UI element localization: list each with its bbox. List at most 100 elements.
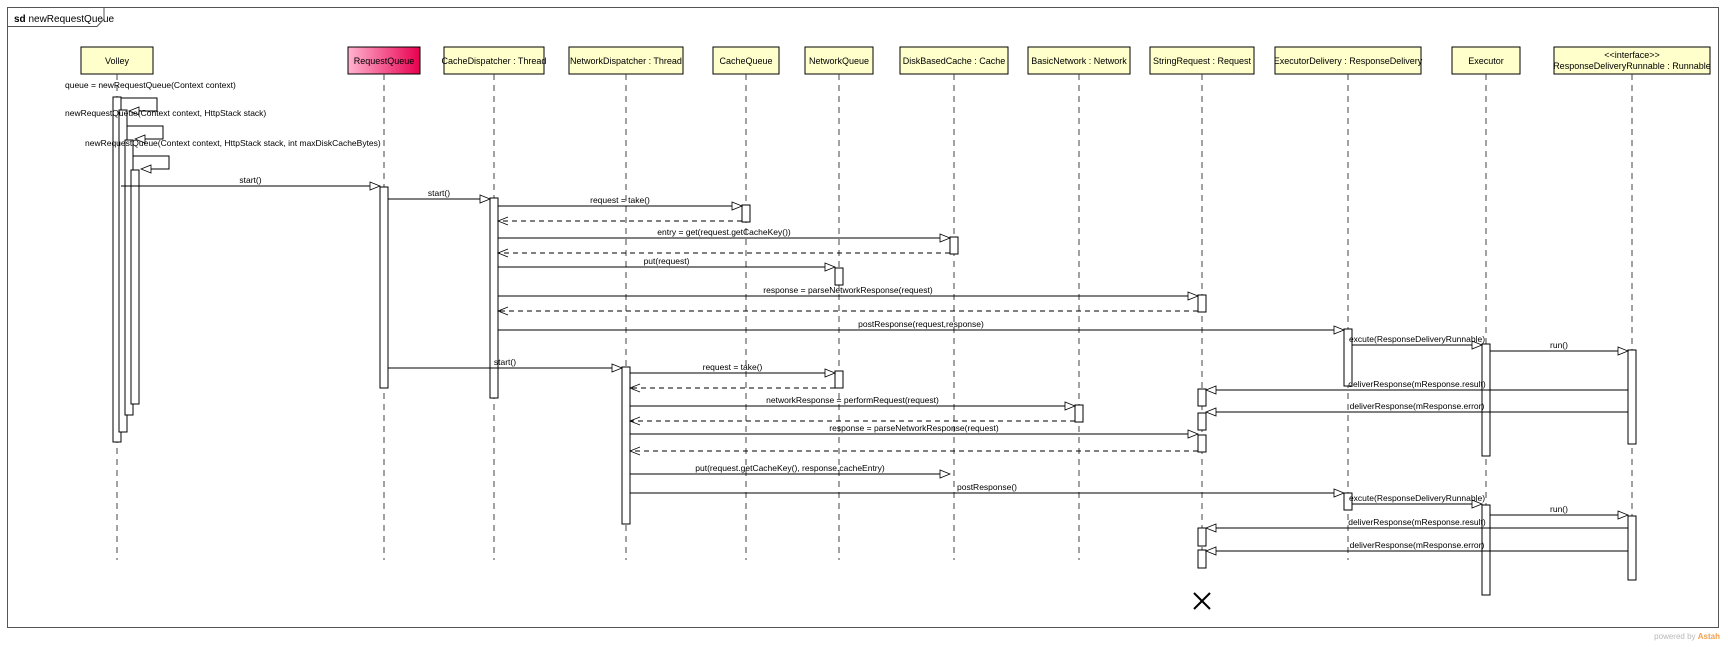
- message-call: put(request): [498, 256, 835, 267]
- activation-bar: [1627, 349, 1637, 445]
- activation-bar: [1074, 404, 1084, 423]
- lifeline-cq: CacheQueue: [712, 46, 780, 560]
- lifeline-header: [1027, 46, 1131, 75]
- lifeline-header: [804, 46, 874, 75]
- lifeline-nq: NetworkQueue: [804, 46, 874, 560]
- activation-bar: [1197, 549, 1207, 569]
- watermark: powered by Astah: [1654, 632, 1720, 641]
- message-label: entry = get(request.getCacheKey()): [657, 227, 791, 237]
- message-call: request = take(): [630, 362, 835, 373]
- message-label: networkResponse = performRequest(request…: [766, 395, 939, 405]
- message-line: [133, 155, 170, 169]
- frame-tab: [7, 7, 105, 27]
- message-label: start(): [239, 175, 261, 185]
- activation-bar: [1197, 527, 1207, 547]
- activation-bar: [1343, 328, 1353, 387]
- message-line: [121, 97, 158, 111]
- lifeline-label: Volley: [105, 56, 130, 66]
- message-label: newRequestQueue(Context context, HttpSta…: [85, 138, 381, 148]
- destroy-icon: [1193, 592, 1211, 610]
- message-call: put(request.getCacheKey(), response.cach…: [630, 463, 950, 474]
- message-call: postResponse(): [630, 482, 1344, 493]
- lifeline-label: CacheDispatcher : Thread: [442, 56, 547, 66]
- message-self-call: newRequestQueue(Context context, HttpSta…: [85, 138, 381, 169]
- lifeline-nd: NetworkDispatcher : Thread: [568, 46, 684, 560]
- message-label: postResponse(request,response): [858, 319, 984, 329]
- activation-bar: [834, 370, 844, 389]
- message-label: request = take(): [590, 195, 650, 205]
- message-call: run(): [1490, 504, 1628, 515]
- lifeline-header: [1553, 46, 1711, 75]
- message-label: response = parseNetworkResponse(request): [763, 285, 933, 295]
- activation-bar: [379, 186, 389, 389]
- activation-bar: [1197, 294, 1207, 313]
- message-label: excute(ResponseDeliveryRunnable): [1349, 493, 1485, 503]
- message-label: deliverResponse(mResponse.error): [1350, 540, 1485, 550]
- lifeline-label: BasicNetwork : Network: [1031, 56, 1127, 66]
- lifeline-header: [568, 46, 684, 75]
- activation-bar: [621, 366, 631, 525]
- message-label: postResponse(): [957, 482, 1017, 492]
- lifeline-header: [1451, 46, 1521, 75]
- message-call: networkResponse = performRequest(request…: [630, 395, 1075, 406]
- watermark-prefix: powered by: [1654, 632, 1696, 641]
- frame-keyword: sd: [14, 14, 26, 25]
- activation-bar: [741, 204, 751, 223]
- lifeline-sr: StringRequest : Request: [1149, 46, 1255, 560]
- lifeline-label: ResponseDeliveryRunnable : Runnable: [1553, 61, 1711, 71]
- lifeline-label: DiskBasedCache : Cache: [903, 56, 1006, 66]
- lifeline-ex: Executor: [1451, 46, 1521, 560]
- message-call: start(): [121, 175, 380, 186]
- frame-title: sd newRequestQueue: [14, 14, 114, 25]
- message-label: run(): [1550, 340, 1568, 350]
- message-label: start(): [494, 357, 516, 367]
- activation-bar: [1197, 388, 1207, 407]
- lifeline-label: CacheQueue: [719, 56, 772, 66]
- message-call: run(): [1490, 340, 1628, 351]
- lifeline-header: [80, 46, 154, 75]
- message-call: response = parseNetworkResponse(request): [630, 423, 1198, 434]
- lifeline-stereotype: <<interface>>: [1604, 50, 1660, 60]
- lifeline-header: [1274, 46, 1422, 75]
- lifeline-label: NetworkQueue: [809, 56, 869, 66]
- message-call: response = parseNetworkResponse(request): [498, 285, 1198, 296]
- activation-bar: [1627, 515, 1637, 581]
- lifeline-dbc: DiskBasedCache : Cache: [899, 46, 1009, 560]
- message-call: request = take(): [498, 195, 742, 206]
- activation-bar: [834, 267, 844, 286]
- message-label: excute(ResponseDeliveryRunnable): [1349, 334, 1485, 344]
- activation-bar: [1481, 504, 1491, 596]
- message-line: [127, 125, 164, 139]
- message-call: start(): [388, 357, 622, 368]
- message-call: deliverResponse(mResponse.result): [1206, 517, 1628, 528]
- activation-bar: [949, 236, 959, 255]
- message-call: excute(ResponseDeliveryRunnable): [1349, 334, 1485, 345]
- message-label: start(): [428, 188, 450, 198]
- lifeline-rdr: <<interface>>ResponseDeliveryRunnable : …: [1553, 46, 1711, 560]
- lifeline-ed: ExecutorDelivery : ResponseDelivery: [1274, 46, 1423, 560]
- lifeline-header: [443, 46, 545, 75]
- message-label: queue = newRequestQueue(Context context): [65, 80, 236, 90]
- activation-bar: [1197, 434, 1207, 453]
- message-self-call: queue = newRequestQueue(Context context): [65, 80, 236, 111]
- lifeline-header: [1149, 46, 1255, 75]
- message-label: put(request.getCacheKey(), response.cach…: [695, 463, 885, 473]
- message-label: run(): [1550, 504, 1568, 514]
- activation-bar: [130, 169, 140, 405]
- message-label: deliverResponse(mResponse.error): [1350, 401, 1485, 411]
- frame-name: newRequestQueue: [28, 14, 115, 25]
- message-label: request = take(): [703, 362, 763, 372]
- watermark-brand: Astah: [1697, 632, 1720, 641]
- lifeline-label: StringRequest : Request: [1153, 56, 1252, 66]
- message-self-call: newRequestQueue(Context context, HttpSta…: [65, 108, 266, 139]
- activation-bar: [1343, 492, 1353, 511]
- message-label: deliverResponse(mResponse.result): [1348, 517, 1486, 527]
- lifeline-label: ExecutorDelivery : ResponseDelivery: [1274, 56, 1423, 66]
- lifeline-label: RequestQueue: [354, 56, 415, 66]
- message-call: deliverResponse(mResponse.error): [1206, 540, 1628, 551]
- message-call: excute(ResponseDeliveryRunnable): [1349, 493, 1485, 504]
- lifeline-label: NetworkDispatcher : Thread: [570, 56, 682, 66]
- message-label: response = parseNetworkResponse(request): [829, 423, 999, 433]
- lifeline-label: Executor: [1468, 56, 1504, 66]
- message-call: entry = get(request.getCacheKey()): [498, 227, 950, 238]
